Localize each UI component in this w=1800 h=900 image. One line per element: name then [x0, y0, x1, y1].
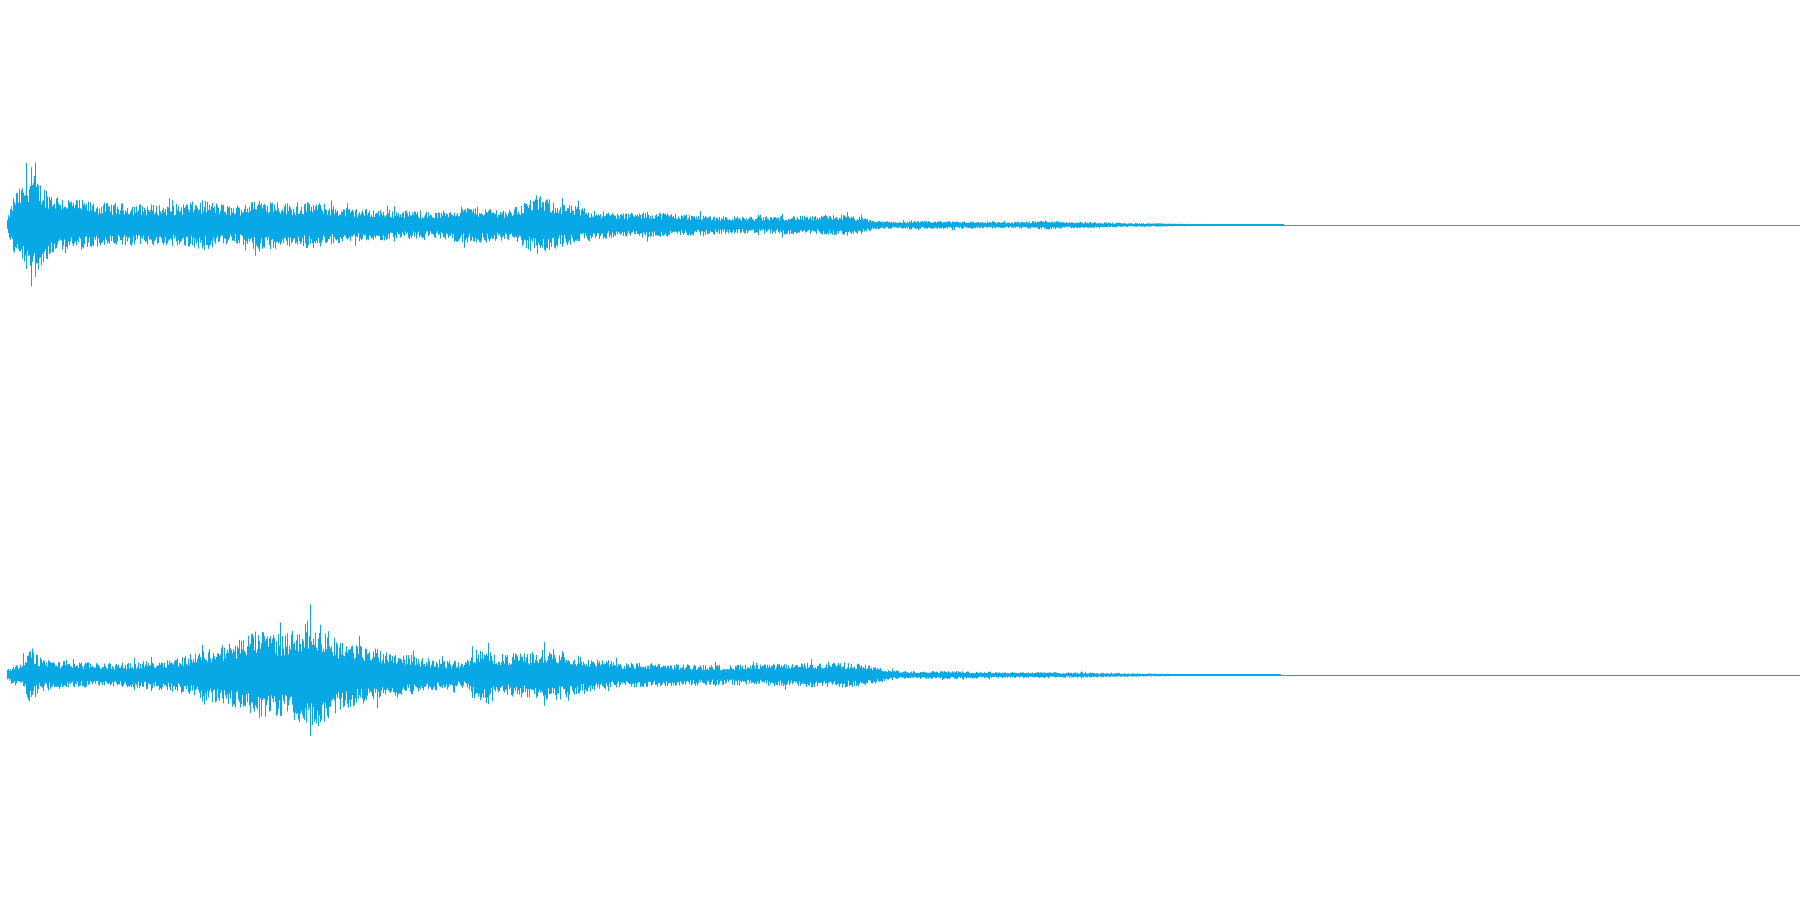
waveform-samples [7, 604, 1281, 736]
waveform-bottom [7, 604, 1800, 736]
waveform-top [7, 162, 1800, 287]
waveform-samples [7, 162, 1284, 287]
